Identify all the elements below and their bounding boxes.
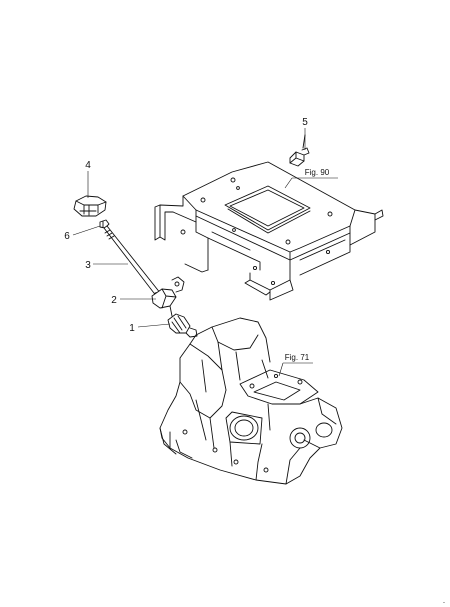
leader-lines: [72, 128, 338, 377]
corner-mark: .: [443, 596, 445, 605]
callout-6-label: 6: [64, 231, 70, 242]
callout-1-label: 1: [129, 323, 135, 334]
callout-3-label: 3: [85, 260, 91, 271]
bolt-part-5: [289, 134, 310, 167]
callout-2-label: 2: [111, 295, 117, 306]
callout-labels: 1 2 3 4 5 6: [64, 117, 308, 334]
callout-5-label: 5: [302, 117, 308, 128]
callout-4-label: 4: [85, 160, 91, 171]
fig-90-reference: Fig. 90: [305, 168, 330, 177]
housing-assembly: [159, 317, 343, 485]
ball-joint-part-2: [151, 276, 185, 317]
knob-part-4: [73, 195, 107, 217]
mounting-bracket: [154, 161, 384, 301]
figure-references: Fig. 90 Fig. 71: [285, 168, 330, 362]
fitting-part-1: [167, 313, 198, 338]
fig-71-reference: Fig. 71: [285, 353, 310, 362]
